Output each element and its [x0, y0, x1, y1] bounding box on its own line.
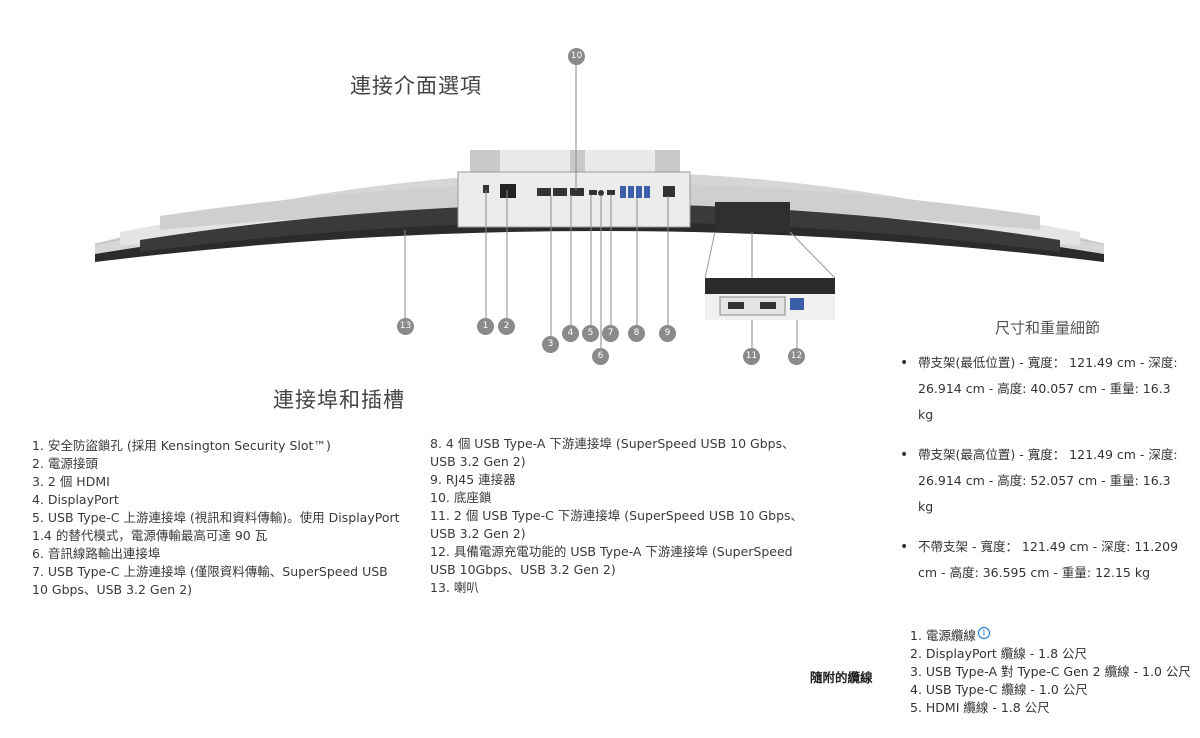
- cable-item: 5. HDMI 纜線 - 1.8 公尺: [910, 700, 1050, 715]
- cable-item: 2. DisplayPort 纜線 - 1.8 公尺: [910, 646, 1088, 661]
- ports-heading: 連接埠和插槽: [273, 388, 405, 412]
- cables-heading: 隨附的纜線: [810, 670, 873, 685]
- ports-list-col1: 1. 安全防盜鎖孔 (採用 Kensington Security Slot™)…: [32, 437, 402, 599]
- cable-item: 4. USB Type-C 纜線 - 1.0 公尺: [910, 682, 1088, 697]
- port-item: 1. 安全防盜鎖孔 (採用 Kensington Security Slot™): [32, 438, 331, 453]
- dims-item: 不帶支架 - 寬度： 121.49 cm - 深度: 11.209 cm - 高…: [900, 534, 1180, 586]
- ports-list-col2: 8. 4 個 USB Type-A 下游連接埠 (SuperSpeed USB …: [430, 435, 810, 597]
- dims-heading: 尺寸和重量細節: [995, 319, 1101, 337]
- cable-item-label: 1. 電源纜線: [910, 628, 976, 643]
- callout-2: 2: [498, 318, 515, 335]
- callout-3: 3: [542, 336, 559, 353]
- callout-11: 11: [743, 348, 760, 365]
- callout-13: 13: [397, 318, 414, 335]
- dims-item: 帶支架(最高位置) - 寬度： 121.49 cm - 深度: 26.914 c…: [900, 442, 1180, 520]
- port-item: 12. 具備電源充電功能的 USB Type-A 下游連接埠 (SuperSpe…: [430, 544, 793, 577]
- callout-1: 1: [477, 318, 494, 335]
- port-item: 7. USB Type-C 上游連接埠 (僅限資料傳輸、SuperSpeed U…: [32, 564, 388, 597]
- dims-item: 帶支架(最低位置) - 寬度： 121.49 cm - 深度: 26.914 c…: [900, 350, 1180, 428]
- port-item: 4. DisplayPort: [32, 492, 119, 507]
- callout-4: 4: [562, 325, 579, 342]
- port-item: 2. 電源接頭: [32, 456, 98, 471]
- port-item: 8. 4 個 USB Type-A 下游連接埠 (SuperSpeed USB …: [430, 436, 795, 469]
- monitor-rear-illustration: [94, 65, 1105, 348]
- port-item: 5. USB Type-C 上游連接埠 (視訊和資料傳輸)。使用 Display…: [32, 510, 400, 543]
- callout-12: 12: [788, 348, 805, 365]
- port-item: 13. 喇叭: [430, 580, 479, 595]
- connectivity-heading: 連接介面選項: [350, 74, 482, 98]
- callout-8: 8: [628, 325, 645, 342]
- info-icon[interactable]: i: [977, 627, 990, 639]
- dims-list: 帶支架(最低位置) - 寬度： 121.49 cm - 深度: 26.914 c…: [900, 350, 1180, 586]
- port-item: 3. 2 個 HDMI: [32, 474, 110, 489]
- callout-9: 9: [659, 325, 676, 342]
- port-item: 10. 底座鎖: [430, 490, 492, 505]
- callout-6: 6: [592, 348, 609, 365]
- cable-item: 3. USB Type-A 對 Type-C Gen 2 纜線 - 1.0 公尺: [910, 664, 1191, 679]
- callout-7: 7: [602, 325, 619, 342]
- port-item: 9. RJ45 連接器: [430, 472, 516, 487]
- callout-10: 10: [568, 48, 585, 65]
- callout-5: 5: [582, 325, 599, 342]
- port-item: 6. 音訊線路輸出連接埠: [32, 546, 161, 561]
- port-item: 11. 2 個 USB Type-C 下游連接埠 (SuperSpeed USB…: [430, 508, 804, 541]
